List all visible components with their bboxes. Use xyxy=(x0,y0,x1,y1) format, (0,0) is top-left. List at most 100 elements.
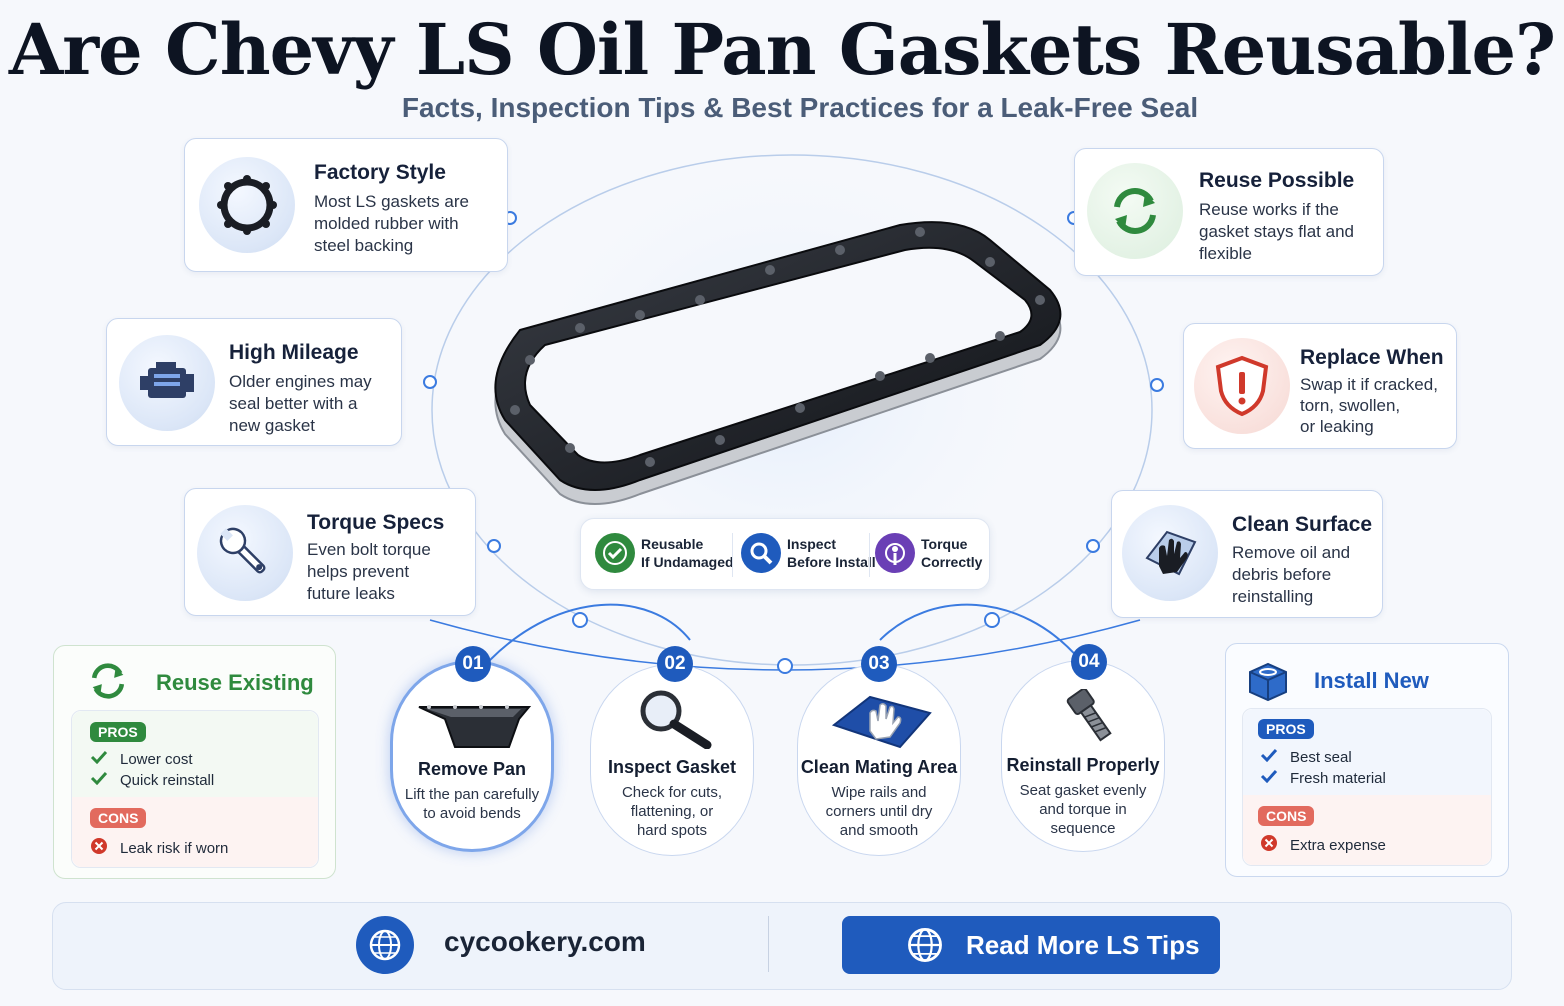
glove-cloth-icon xyxy=(1122,505,1218,601)
badge-reusable: Reusable If Undamaged xyxy=(595,533,734,573)
card-desc-line: steel backing xyxy=(314,236,414,255)
footer-bar xyxy=(52,902,1512,990)
globe-icon xyxy=(904,924,946,966)
read-more-label: Read More LS Tips xyxy=(966,929,1200,960)
pro-item: Fresh material xyxy=(1260,769,1386,787)
card-high-mileage: High Mileage Older engines may seal bett… xyxy=(106,318,402,446)
x-circle-icon xyxy=(1260,834,1282,856)
card-desc-line: seal better with a xyxy=(229,394,358,413)
step-desc-line: and smooth xyxy=(839,822,919,839)
read-more-button[interactable]: Read More LS Tips xyxy=(842,916,1220,974)
cleaning-cloth-icon xyxy=(830,691,934,754)
step-title: Reinstall Properly xyxy=(1006,755,1160,775)
card-reuse-possible: Reuse Possible Reuse works if the gasket… xyxy=(1074,148,1384,276)
step-number: 03 xyxy=(861,646,897,682)
pros-tag: PROS xyxy=(90,722,146,742)
card-desc-line: new gasket xyxy=(229,416,315,435)
card-title: Clean Surface xyxy=(1232,513,1373,536)
card-desc-line: torn, swollen, xyxy=(1300,396,1401,415)
pro-item: Lower cost xyxy=(90,750,193,768)
step-inspect-gasket: Inspect Gasket Check for cuts, flattenin… xyxy=(590,664,754,856)
gasket-ring-icon xyxy=(199,157,295,253)
card-title: Replace When xyxy=(1300,346,1444,369)
step-number: 02 xyxy=(657,646,693,682)
card-title: High Mileage xyxy=(229,341,359,364)
card-desc-line: molded rubber with xyxy=(314,214,459,233)
warning-shield-icon xyxy=(1194,338,1290,434)
card-desc-line: Reuse works if the xyxy=(1199,200,1339,219)
recycle-arrows-icon xyxy=(84,658,132,709)
step-desc-line: sequence xyxy=(1050,820,1116,837)
step-number: 01 xyxy=(455,646,491,682)
card-desc-line: helps prevent xyxy=(307,562,410,581)
torque-icon xyxy=(875,533,915,573)
step-desc-line: Lift the pan carefully xyxy=(404,786,540,803)
card-desc-line: flexible xyxy=(1199,244,1252,263)
install-new-panel: Install New PROS Best seal Fresh materia… xyxy=(1225,643,1509,877)
badge-line: Reusable xyxy=(641,536,704,552)
check-icon xyxy=(90,750,112,768)
step-remove-pan: Remove Pan Lift the pan carefully to avo… xyxy=(390,660,554,852)
panel-title: Reuse Existing xyxy=(156,670,314,695)
site-link[interactable]: cycookery.com xyxy=(444,926,646,957)
cons-tag: CONS xyxy=(1258,806,1315,826)
oil-pan-icon xyxy=(415,697,533,760)
badge-line: Before Install xyxy=(787,554,876,570)
step-desc-line: to avoid bends xyxy=(423,805,521,822)
step-desc-line: and torque in xyxy=(1039,801,1127,818)
engine-icon xyxy=(119,335,215,431)
oil-pan-gasket-illustration xyxy=(494,221,1062,505)
check-icon xyxy=(1260,769,1282,787)
con-item: Leak risk if worn xyxy=(90,837,228,859)
panel-title: Install New xyxy=(1314,668,1429,693)
card-desc-line: Older engines may xyxy=(229,372,372,391)
cons-tag: CONS xyxy=(90,808,147,828)
card-torque-specs: Torque Specs Even bolt torque helps prev… xyxy=(184,488,476,616)
card-desc-line: future leaks xyxy=(307,584,395,603)
card-replace-when: Replace When Swap it if cracked, torn, s… xyxy=(1183,323,1457,449)
card-desc-line: reinstalling xyxy=(1232,587,1314,606)
x-circle-icon xyxy=(90,837,112,859)
card-title: Reuse Possible xyxy=(1199,169,1355,192)
check-circle-icon xyxy=(595,533,635,573)
badge-line: Correctly xyxy=(921,554,983,570)
card-desc-line: Remove oil and xyxy=(1232,543,1351,562)
step-desc-line: Seat gasket evenly xyxy=(1019,782,1147,799)
step-title: Clean Mating Area xyxy=(800,757,958,777)
pros-tag: PROS xyxy=(1258,719,1314,739)
step-desc-line: flattening, or xyxy=(630,803,714,820)
page-subtitle: Facts, Inspection Tips & Best Practices … xyxy=(401,92,1199,123)
step-number: 04 xyxy=(1071,644,1107,680)
step-clean-mating-area: Clean Mating Area Wipe rails and corners… xyxy=(797,664,961,856)
step-title: Remove Pan xyxy=(417,759,527,779)
con-item: Extra expense xyxy=(1260,834,1386,856)
card-desc-line: gasket stays flat and xyxy=(1199,222,1354,241)
check-icon xyxy=(90,771,112,789)
badge-line: Inspect xyxy=(787,536,837,552)
step-desc-line: Check for cuts, xyxy=(621,784,723,801)
pro-item: Quick reinstall xyxy=(90,771,214,789)
badge-line: If Undamaged xyxy=(641,554,734,570)
check-icon xyxy=(1260,748,1282,766)
card-clean-surface: Clean Surface Remove oil and debris befo… xyxy=(1111,490,1383,618)
card-desc-line: debris before xyxy=(1232,565,1332,584)
footer-divider xyxy=(768,916,769,972)
wrench-icon xyxy=(197,505,293,601)
card-title: Torque Specs xyxy=(307,511,445,534)
card-desc-line: or leaking xyxy=(1300,417,1374,436)
bolt-icon xyxy=(1050,687,1120,752)
magnifier-icon xyxy=(741,533,781,573)
pro-item: Best seal xyxy=(1260,748,1352,766)
step-desc-line: corners until dry xyxy=(825,803,933,820)
magnifying-glass-icon xyxy=(637,689,717,754)
step-desc-line: Wipe rails and xyxy=(831,784,927,801)
card-title: Factory Style xyxy=(314,161,446,184)
card-factory-style: Factory Style Most LS gaskets are molded… xyxy=(184,138,508,272)
gasket-box-icon xyxy=(1244,658,1292,707)
step-desc-line: hard spots xyxy=(636,822,708,839)
step-reinstall-properly: Reinstall Properly Seat gasket evenly an… xyxy=(1001,660,1165,852)
reuse-existing-panel: Reuse Existing PROS Lower cost Quick rei… xyxy=(53,645,336,879)
